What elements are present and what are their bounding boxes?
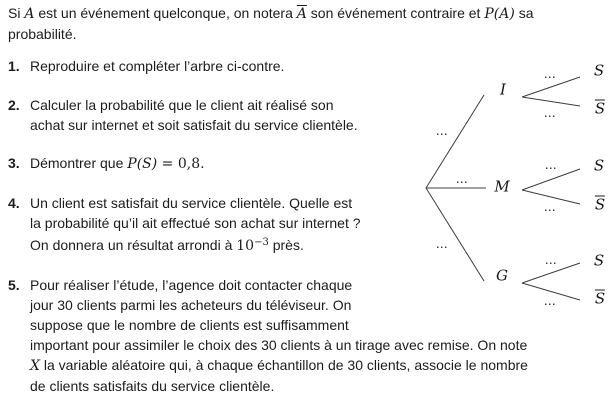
prob-placeholder-g-sbar: … [543,294,557,308]
branch-root-to-i [425,94,485,189]
text-line: la probabilité qu’il ait effectué son ac… [30,215,361,231]
question-1-body: Reproduire et compléter l’arbre ci-contr… [30,56,284,76]
question-2-number: 2. [8,97,20,113]
text-line: important pour assimiler le choix des 30… [30,337,528,353]
text-line: X la variable aléatoire qui, à chaque éc… [30,355,528,376]
prob-placeholder-i-s: … [543,67,557,81]
math-p-of-s: P(S) [127,156,158,172]
tree-node-i: I [500,80,506,99]
question-5: 5. Pour réaliser l’étude, l’agence doit … [8,275,528,396]
question-4-text-end: près. [268,237,304,253]
question-2-body: Calculer la probabilité que le client ai… [30,95,358,135]
branch-g-to-s [521,262,581,284]
question-3-number: 3. [8,155,20,171]
branch-m-to-s [521,168,581,191]
intro-text-line2: probabilité. [8,26,77,42]
tree-node-g: G [496,266,508,285]
question-4-body: Un client est satisfait du service clien… [30,193,361,256]
text-line: achat sur internet et soit satisfait du … [30,117,358,133]
prob-placeholder-m-s: … [544,158,558,172]
tree-leaf-sbar-g: S [594,289,606,308]
question-4: 4. Un client est satisfait du service cl… [8,193,361,256]
text-line: Reproduire et compléter l’arbre ci-contr… [30,58,285,74]
prob-placeholder-g-s: … [544,253,558,267]
intro-text-1: Si [8,5,25,21]
text-line: de clients satisfaits du service clientè… [30,378,275,394]
tree-node-m: M [494,177,510,196]
text-line: jour 30 clients parmi les acheteurs du t… [30,297,352,313]
branch-g-to-sbar [521,282,581,301]
math-var-a-bar: A [296,6,307,22]
text-line: Démontrer que P(S) = 0,8. [30,153,205,174]
tree-leaf-sbar-m: S [594,195,606,214]
prob-placeholder-root-m: … [455,172,469,186]
branch-i-to-sbar [521,96,581,107]
math-p-of-a: P(A) [484,6,515,22]
branch-i-to-s [521,76,581,98]
prob-placeholder-root-i: … [435,124,449,138]
s-bar-text: S [594,195,606,214]
question-5-body: Pour réaliser l’étude, l’agence doit con… [30,275,528,396]
intro-text-2: est un événement quelconque, on notera [34,5,297,21]
math-ten: 10 [236,238,255,254]
question-5-text: la variable aléatoire qui, à chaque écha… [39,357,528,373]
s-bar-text: S [594,289,606,308]
question-4-number: 4. [8,195,20,211]
prob-placeholder-root-g: … [435,237,449,251]
question-2: 2. Calculer la probabilité que le client… [8,95,358,135]
math-var-x: X [30,358,40,374]
text-line: suppose que le nombre de clients est suf… [30,317,349,333]
question-4-text: On donnera un résultat arrondi à [30,237,237,253]
branch-root-to-g [425,187,485,282]
math-exponent-minus-3: −3 [254,237,269,248]
text-line: Un client est satisfait du service clien… [30,195,353,211]
prob-placeholder-i-sbar: … [543,106,557,120]
question-3-body: Démontrer que P(S) = 0,8. [30,153,205,174]
s-bar-text: S [594,99,606,118]
prob-placeholder-m-sbar: … [543,200,557,214]
tree-leaf-sbar-i: S [594,99,606,118]
tree-leaf-s-g: S [593,251,605,270]
math-var-a: A [24,6,35,22]
intro-text-4: sa [514,5,534,21]
tree-leaf-s-i: S [593,61,605,80]
text-line: Pour réaliser l’étude, l’agence doit con… [30,277,353,293]
tree-leaf-s-m: S [593,156,605,175]
intro-text-3: son événement contraire et [306,5,485,21]
text-line: On donnera un résultat arrondi à 10−3 pr… [30,233,361,256]
question-1-number: 1. [8,58,20,74]
question-3-text: Démontrer que [30,155,128,171]
text-line: Calculer la probabilité que le client ai… [30,97,334,113]
intro-paragraph: Si A est un événement quelconque, on not… [8,3,534,44]
question-3: 3. Démontrer que P(S) = 0,8. [8,153,205,174]
question-5-number: 5. [8,277,20,293]
branch-m-to-sbar [521,189,581,205]
question-1: 1. Reproduire et compléter l’arbre ci-co… [8,56,284,76]
math-equals-value: = 0,8. [157,156,205,172]
